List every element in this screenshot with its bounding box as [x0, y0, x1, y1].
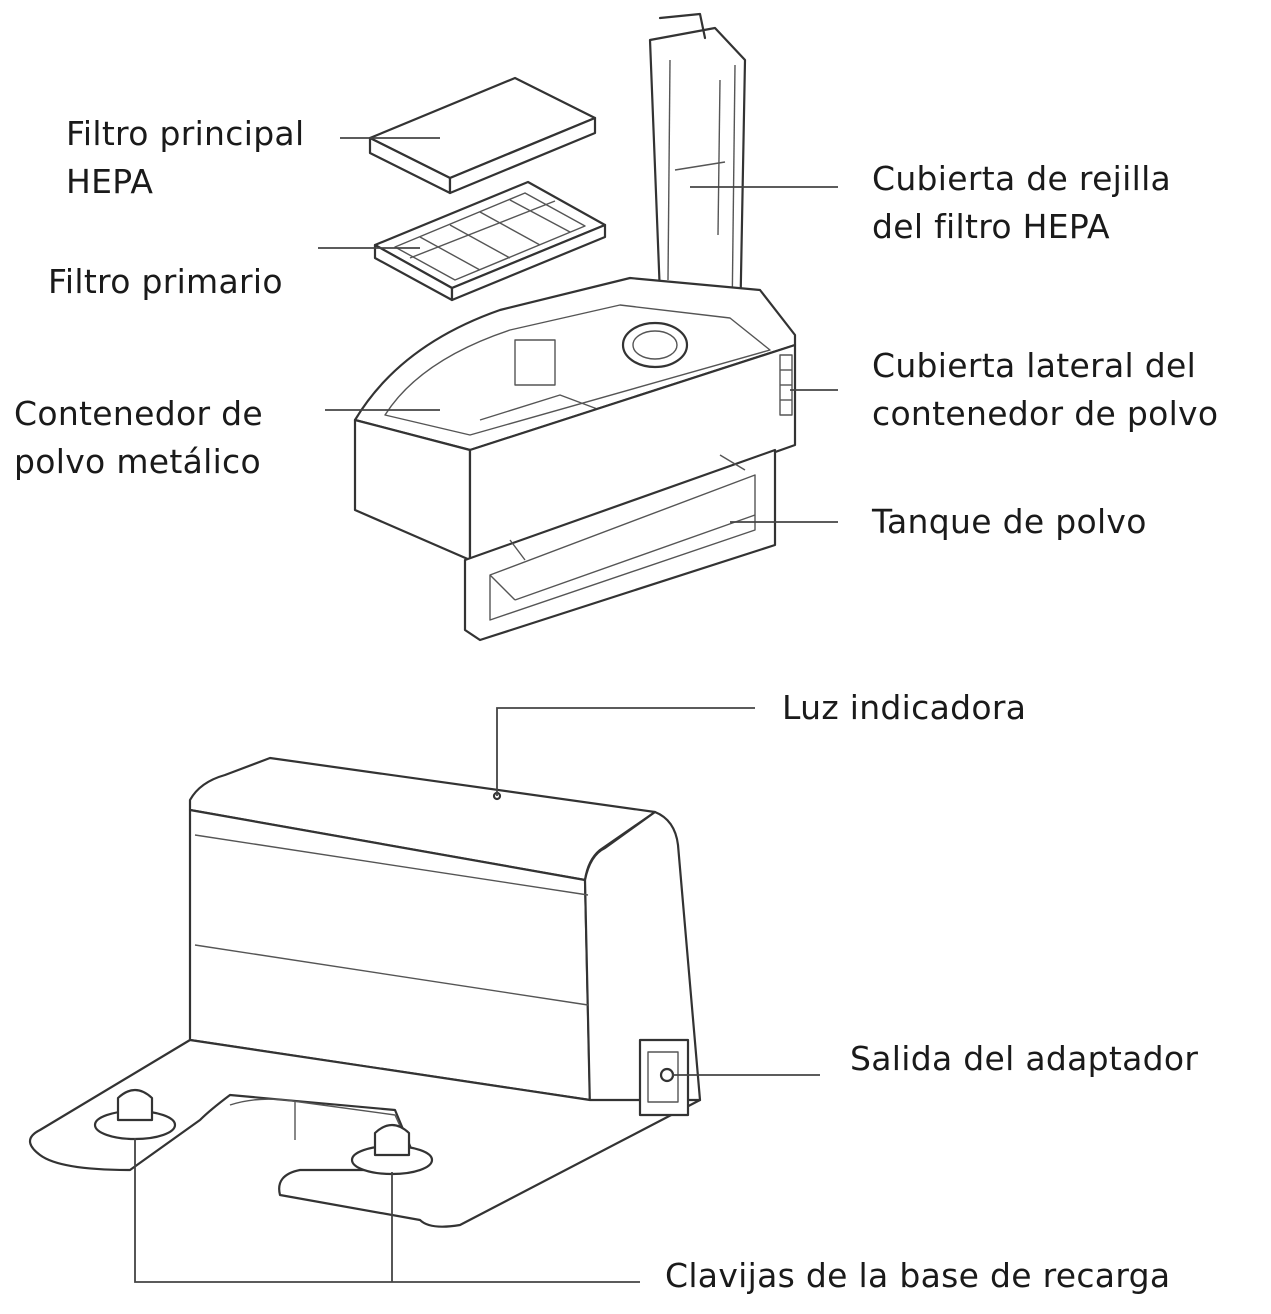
label-adapter-outlet: Salida del adaptador [850, 1035, 1198, 1083]
primary-filter-drawing [375, 182, 605, 300]
leader-indicator-light [497, 708, 755, 796]
dust-container-drawing [355, 278, 795, 640]
charging-base-drawing [30, 758, 700, 1227]
label-metal-dust-container: Contenedor de polvo metálico [14, 390, 263, 486]
label-hepa-main-filter: Filtro principal HEPA [66, 110, 304, 206]
label-indicator-light: Luz indicadora [782, 684, 1026, 732]
label-side-cover: Cubierta lateral del contenedor de polvo [872, 342, 1218, 438]
hepa-filter-drawing [370, 78, 595, 193]
label-primary-filter: Filtro primario [48, 258, 283, 306]
label-hepa-grid-cover: Cubierta de rejilla del filtro HEPA [872, 155, 1171, 251]
label-dust-tank: Tanque de polvo [872, 498, 1147, 546]
label-charging-pins: Clavijas de la base de recarga [665, 1252, 1170, 1300]
